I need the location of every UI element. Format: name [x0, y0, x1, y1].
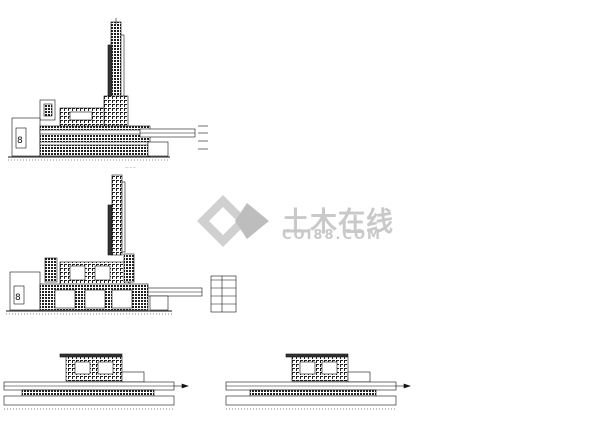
svg-text:— — —: — — —: [125, 165, 136, 169]
elevation-drawing-1: 8: [8, 18, 208, 161]
watermark-subtitle: COI88.COM: [282, 228, 382, 243]
watermark-title: 土木在线: [282, 207, 394, 238]
section-drawing-2: [225, 353, 411, 410]
section-drawing-1: [3, 353, 189, 410]
watermark-logo-icon: [197, 195, 269, 247]
elevation-drawing-2: 8: [6, 174, 237, 315]
svg-text:8: 8: [15, 293, 21, 303]
svg-text:8: 8: [17, 136, 23, 146]
